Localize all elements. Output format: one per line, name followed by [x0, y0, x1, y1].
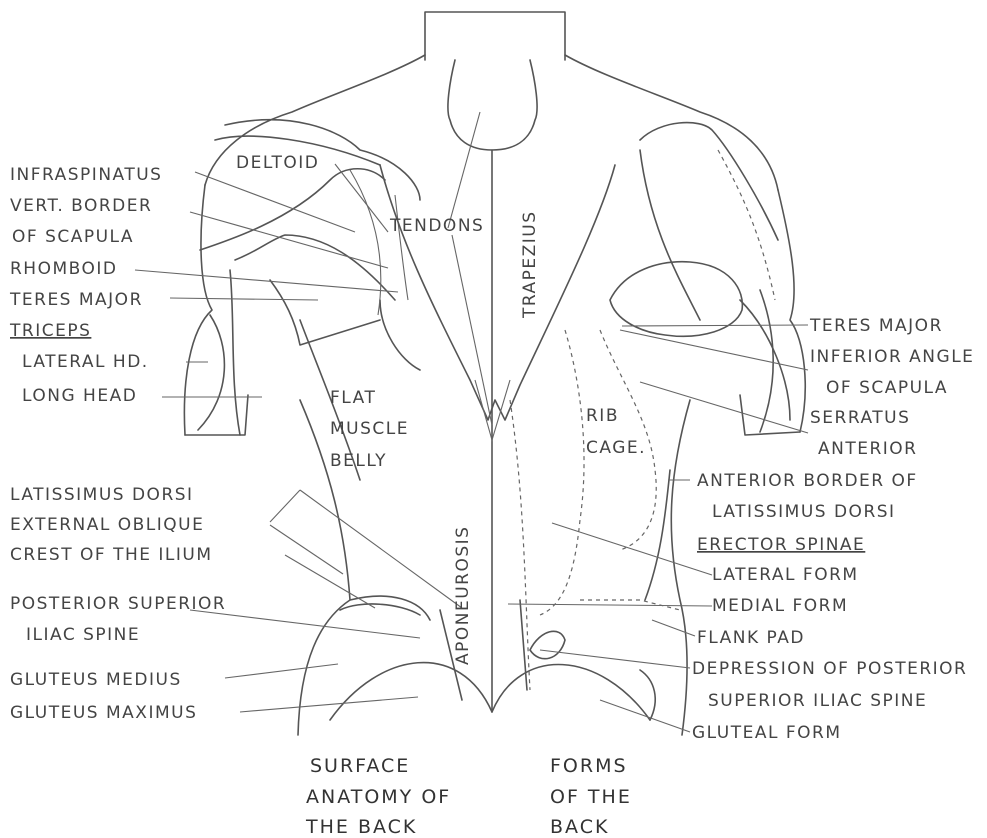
title-the-back: THE BACK [305, 816, 417, 838]
label-medial-form: MEDIAL FORM [712, 596, 848, 616]
label-depression: DEPRESSION OF POSTERIOR [692, 659, 967, 679]
label-crest-ilium: CREST OF THE ILIUM [10, 545, 213, 565]
label-teres-major-right: TERES MAJOR [809, 316, 943, 336]
label-of-scapula: OF SCAPULA [12, 227, 134, 247]
label-infraspinatus: INFRASPINATUS [10, 165, 162, 185]
label-lateral-hd: LATERAL HD. [22, 352, 149, 372]
right-labels: TERES MAJOR INFERIOR ANGLE OF SCAPULA SE… [692, 316, 974, 743]
label-posterior-superior: POSTERIOR SUPERIOR [10, 594, 226, 614]
label-anterior: ANTERIOR [818, 439, 918, 459]
label-tendons: TENDONS [389, 216, 484, 236]
label-lateral-form: LATERAL FORM [712, 565, 859, 585]
inner-labels: DELTOID TENDONS TRAPEZIUS FLAT MUSCLE BE… [236, 153, 646, 665]
label-triceps: TRICEPS [9, 321, 91, 341]
label-superior-iliac-spine: SUPERIOR ILIAC SPINE [708, 691, 927, 711]
label-cage: CAGE. [586, 438, 646, 458]
diagram-titles: SURFACE ANATOMY OF THE BACK FORMS OF THE… [305, 755, 632, 838]
label-gluteus-maximus: GLUTEUS MAXIMUS [10, 703, 197, 723]
label-erector-spinae: ERECTOR SPINAE [697, 535, 865, 555]
label-external-oblique: EXTERNAL OBLIQUE [10, 515, 204, 535]
label-flat: FLAT [330, 388, 376, 408]
label-long-head: LONG HEAD [22, 386, 137, 406]
label-deltoid: DELTOID [236, 153, 319, 173]
label-rib: RIB [586, 406, 619, 426]
title-back: BACK [550, 816, 609, 838]
label-teres-major-left: TERES MAJOR [9, 290, 143, 310]
label-serratus: SERRATUS [810, 408, 910, 428]
label-aponeurosis: APONEUROSIS [453, 526, 473, 665]
title-forms: FORMS [550, 755, 628, 777]
label-iliac-spine: ILIAC SPINE [26, 625, 140, 645]
label-latissimus-dorsi: LATISSIMUS DORSI [10, 485, 194, 505]
label-latissimus-dorsi-right: LATISSIMUS DORSI [712, 502, 896, 522]
label-anterior-border: ANTERIOR BORDER OF [697, 471, 918, 491]
label-gluteal-form: GLUTEAL FORM [692, 723, 842, 743]
label-trapezius: TRAPEZIUS [520, 210, 540, 319]
label-of-scapula-right: OF SCAPULA [826, 378, 948, 398]
label-vert-border: VERT. BORDER [10, 196, 152, 216]
left-labels: INFRASPINATUS VERT. BORDER OF SCAPULA RH… [9, 165, 226, 723]
label-flank-pad: FLANK PAD [697, 628, 805, 648]
label-gluteus-medius: GLUTEUS MEDIUS [10, 670, 182, 690]
title-of-the: OF THE [550, 786, 632, 808]
label-inferior-angle: INFERIOR ANGLE [810, 347, 974, 367]
title-surface: SURFACE [310, 755, 410, 777]
title-anatomy-of: ANATOMY OF [306, 786, 451, 808]
label-rhomboid: RHOMBOID [10, 259, 118, 279]
label-belly: BELLY [330, 451, 387, 471]
label-muscle: MUSCLE [330, 419, 409, 439]
